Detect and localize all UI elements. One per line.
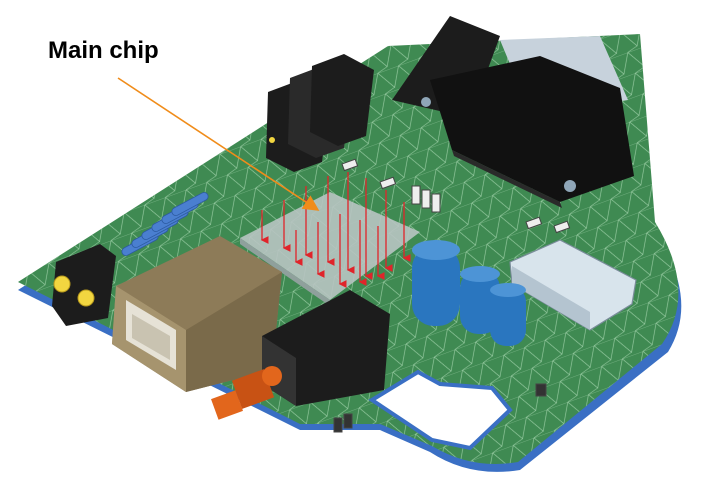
main-chip [240, 192, 420, 306]
potentiometer [211, 366, 282, 420]
db9-connector [392, 16, 634, 208]
main-chip-label: Main chip [48, 37, 159, 64]
pin-headers [266, 54, 374, 172]
board-cutout [368, 369, 513, 451]
resistors [121, 192, 209, 256]
smd-parts [333, 158, 571, 433]
callout-arrow [117, 77, 320, 211]
leds [52, 244, 116, 326]
heat-arrows [260, 172, 411, 288]
capacitors [412, 240, 526, 346]
rj45-jack [112, 236, 282, 392]
